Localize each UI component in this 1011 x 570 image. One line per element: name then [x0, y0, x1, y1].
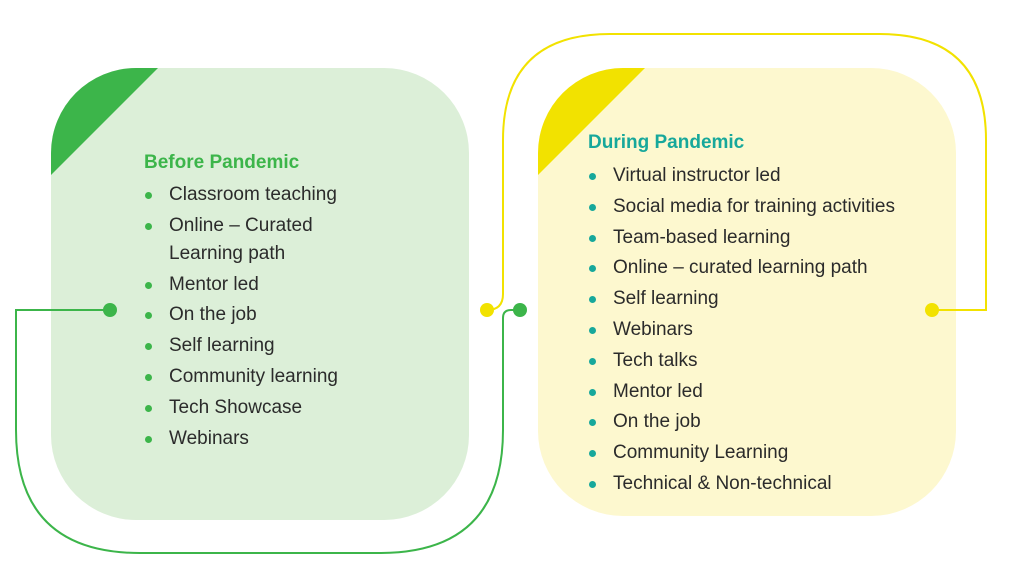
bullet-dot-icon [589, 388, 596, 396]
before-list-item: Mentor led [144, 271, 369, 299]
list-item-text: Community learning [169, 365, 338, 387]
during-list-item: Social media for training activities [588, 193, 943, 221]
bullet-dot-icon [145, 281, 152, 289]
during-list-item: Technical & Non-technical [588, 470, 943, 498]
before-list-item: Tech Showcase [144, 394, 369, 422]
list-item-text: Webinars [169, 427, 249, 449]
list-item-text: Tech Showcase [169, 396, 303, 418]
list-item-text: Community Learning [613, 442, 789, 464]
during-list-item: Self learning [588, 285, 943, 313]
bullet-dot-icon [145, 192, 152, 199]
before-list-item: Classroom teaching [144, 181, 369, 209]
bullet-dot-icon [589, 419, 596, 427]
list-item-text: Social media for training activities [613, 195, 895, 217]
during-list-item: Webinars [588, 316, 943, 344]
during-list-item: Mentor led [588, 378, 943, 406]
during-list-item: Team-based learning [588, 224, 943, 252]
bullet-dot-icon [589, 450, 596, 458]
yellow-connector-dot-middle [480, 303, 494, 317]
during-list-item: Online – curated learning path [588, 254, 943, 282]
list-item-text: Online – Curated Learning path [169, 214, 313, 264]
bullet-dot-icon [589, 265, 596, 273]
bullet-dot-icon [145, 404, 152, 412]
before-list-item: Webinars [144, 425, 369, 453]
before-corner-accent [51, 68, 158, 175]
green-connector-line [15, 309, 520, 554]
green-connector-dot-left [103, 303, 117, 317]
during-list-item: On the job [588, 408, 943, 436]
list-item-text: Webinars [613, 318, 693, 340]
before-list-item: On the job [144, 301, 369, 329]
list-item-text: Classroom teaching [169, 184, 337, 205]
during-list-item: Virtual instructor led [588, 162, 943, 190]
yellow-connector-line [486, 33, 987, 311]
before-list-item: Self learning [144, 332, 369, 360]
bullet-dot-icon [589, 203, 596, 211]
list-item-text: Virtual instructor led [613, 165, 781, 186]
during-pandemic-title: During Pandemic [588, 132, 745, 153]
yellow-connector-dot-right [925, 303, 939, 317]
before-pandemic-panel [51, 68, 469, 520]
bullet-dot-icon [145, 222, 152, 230]
before-list-item: Online – Curated Learning path [144, 212, 369, 268]
list-item-text: Self learning [613, 288, 719, 310]
list-item-text: Mentor led [169, 273, 259, 295]
list-item-text: Online – curated learning path [613, 257, 868, 279]
list-item-text: Team-based learning [613, 226, 791, 248]
bullet-dot-icon [145, 373, 152, 381]
list-item-text: Self learning [169, 335, 275, 357]
before-pandemic-title: Before Pandemic [144, 152, 300, 173]
list-item-text: Tech talks [613, 349, 698, 371]
bullet-dot-icon [589, 480, 596, 488]
bullet-dot-icon [589, 173, 596, 180]
bullet-dot-icon [589, 357, 596, 365]
bullet-dot-icon [589, 326, 596, 334]
bullet-dot-icon [589, 296, 596, 304]
before-list-item: Community learning [144, 363, 369, 391]
during-corner-accent [538, 68, 645, 175]
green-connector-dot-middle [513, 303, 527, 317]
bullet-dot-icon [589, 234, 596, 242]
list-item-text: On the job [169, 304, 257, 326]
bullet-dot-icon [145, 343, 152, 351]
list-item-text: Technical & Non-technical [613, 472, 832, 494]
bullet-dot-icon [145, 312, 152, 320]
during-pandemic-panel [538, 68, 956, 516]
during-list-item: Community Learning [588, 439, 943, 467]
list-item-text: On the job [613, 411, 701, 433]
list-item-text: Mentor led [613, 380, 703, 402]
during-list-item: Tech talks [588, 347, 943, 375]
bullet-dot-icon [145, 435, 152, 443]
